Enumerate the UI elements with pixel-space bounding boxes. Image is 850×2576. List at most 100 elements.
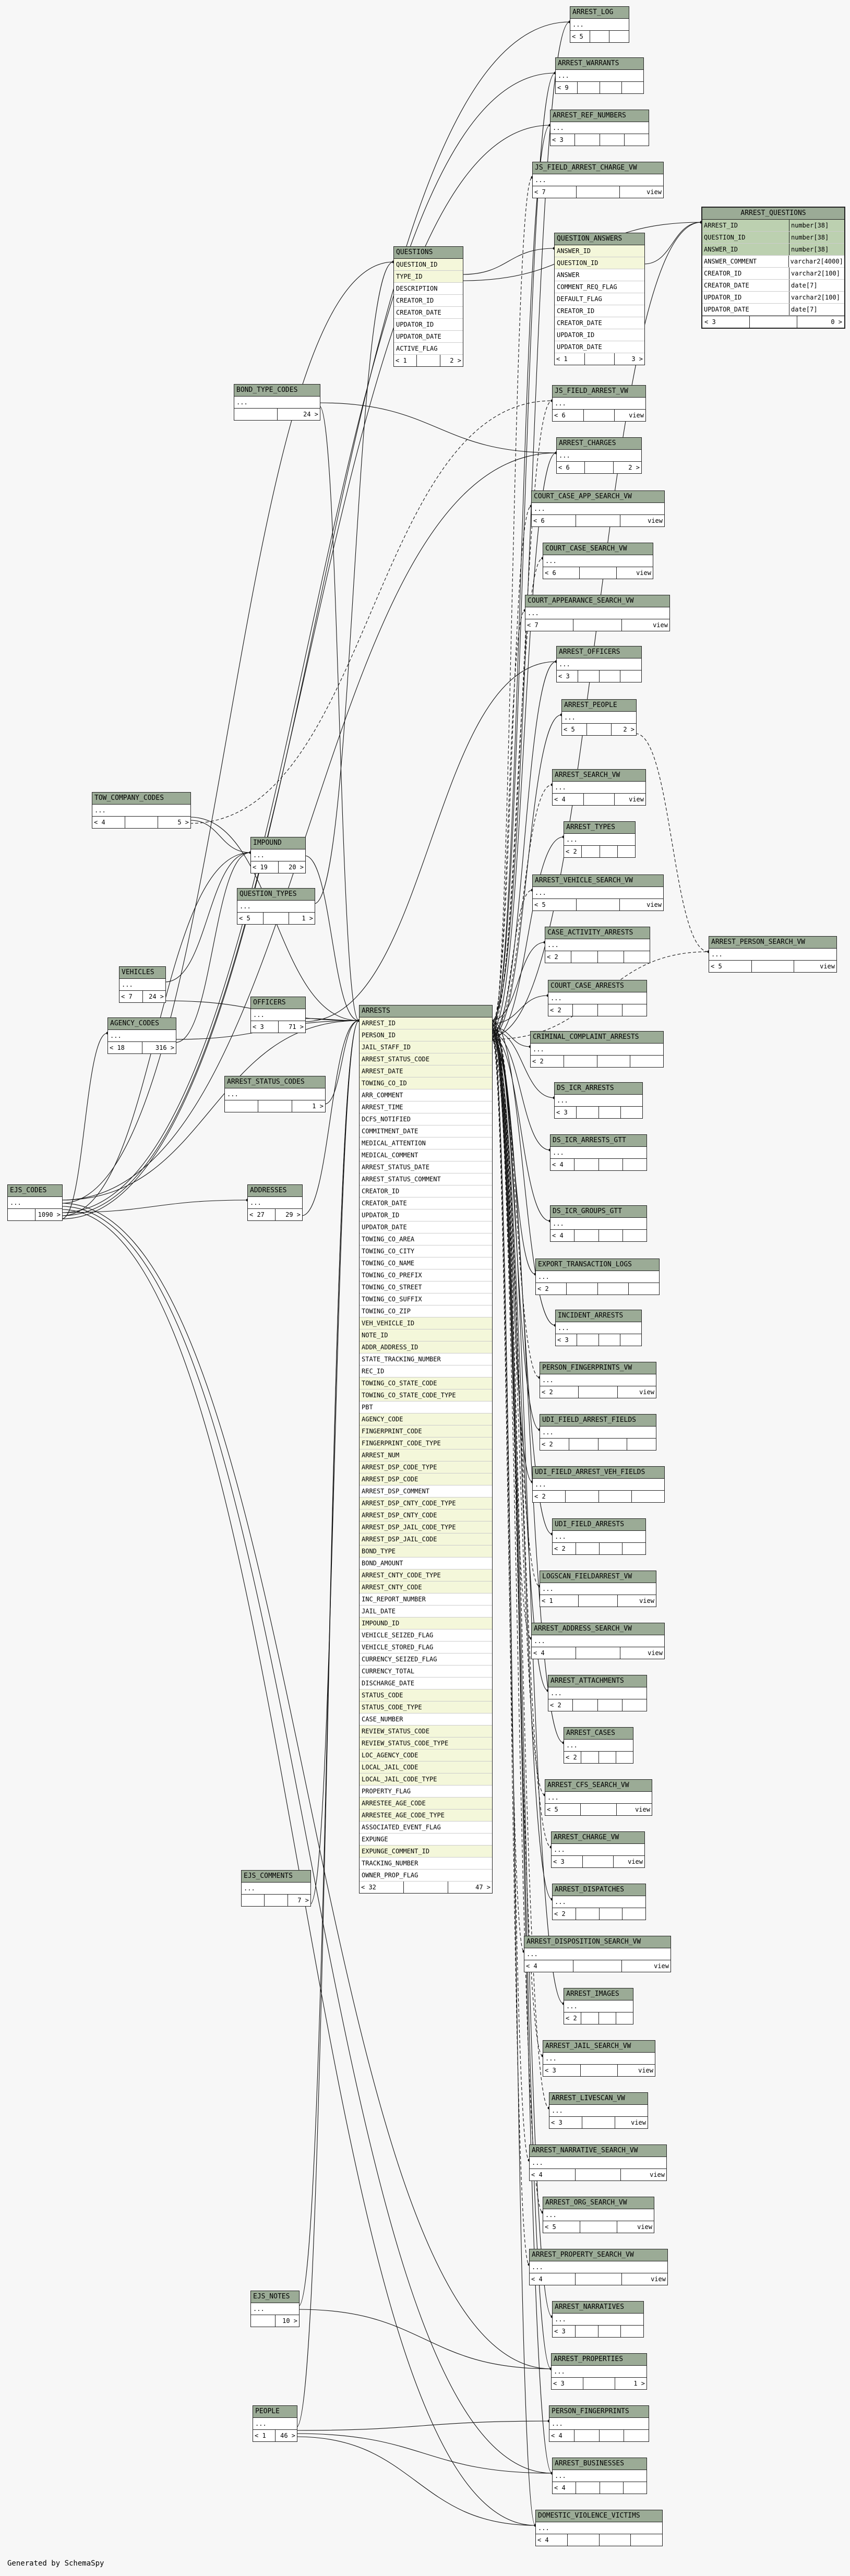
table-domestic-violence-victims[interactable]: DOMESTIC_VIOLENCE_VICTIMS...< 4 bbox=[535, 2510, 663, 2546]
relationship-edge bbox=[491, 1039, 543, 2056]
relationship-edge bbox=[491, 1033, 550, 1151]
table-arrest-attachments[interactable]: ARREST_ATTACHMENTS...< 2 bbox=[548, 1675, 647, 1711]
column-status-code: STATUS_CODE bbox=[360, 1690, 492, 1702]
footer-cell: 24 > bbox=[149, 993, 164, 1000]
footer-cell bbox=[580, 567, 617, 579]
column-type: date[7] bbox=[791, 282, 818, 289]
table-arrest-types[interactable]: ARREST_TYPES...< 2 bbox=[564, 821, 636, 858]
table-criminal-complaint-arrests[interactable]: CRIMINAL_COMPLAINT_ARRESTS...< 2 bbox=[530, 1031, 664, 1068]
table-arrest-officers[interactable]: ARREST_OFFICERS...< 3 bbox=[556, 646, 642, 682]
table-arrest-images[interactable]: ARREST_IMAGES...< 2 bbox=[564, 1988, 633, 2024]
table-ejs-comments[interactable]: EJS_COMMENTS...7 > bbox=[241, 1870, 311, 1907]
footer-cell: 1090 > bbox=[38, 1211, 61, 1218]
column-updator-date: UPDATOR_DATE bbox=[394, 331, 463, 343]
table-arrest-warrants[interactable]: ARREST_WARRANTS...< 9 bbox=[555, 57, 644, 94]
collapsed-columns: ... bbox=[533, 174, 663, 186]
table-ejs-codes[interactable]: EJS_CODES...1090 > bbox=[7, 1184, 63, 1221]
collapsed-columns: ... bbox=[553, 1896, 645, 1908]
footer-cell: < 4 bbox=[550, 1230, 575, 1241]
table-person-fingerprints[interactable]: PERSON_FINGERPRINTS...< 4 bbox=[549, 2405, 649, 2442]
relationship-edge bbox=[491, 177, 533, 1040]
relationship-edge bbox=[189, 820, 251, 853]
table-ds-icr-groups-gtt[interactable]: DS_ICR_GROUPS_GTT...< 4 bbox=[550, 1205, 647, 1242]
relationship-edge bbox=[296, 2421, 549, 2431]
table-arrest-log[interactable]: ARREST_LOG...< 5 bbox=[570, 6, 629, 43]
table-case-activity-arrests[interactable]: CASE_ACTIVITY_ARRESTS...< 2 bbox=[545, 927, 650, 963]
footer-cell: 5 > bbox=[177, 819, 189, 826]
relationship-edge bbox=[491, 1023, 553, 2317]
table-name: ARREST_QUESTIONS bbox=[702, 208, 844, 220]
footer-cell: < 5 bbox=[237, 913, 264, 924]
footer-cell bbox=[581, 1752, 599, 1763]
footer-cell bbox=[618, 846, 635, 857]
table-arrest-status-codes[interactable]: ARREST_STATUS_CODES...1 > bbox=[224, 1076, 326, 1112]
collapsed-columns: ... bbox=[550, 122, 649, 134]
table-udi-field-arrests[interactable]: UDI_FIELD_ARRESTS...< 2 bbox=[552, 1518, 646, 1555]
column-type: number[38] bbox=[791, 222, 829, 229]
table-incident-arrests[interactable]: INCIDENT_ARRESTS...< 3 bbox=[555, 1310, 642, 1346]
footer-cell bbox=[577, 1334, 599, 1346]
relationship-edge bbox=[301, 1020, 360, 1216]
footer-cell: < 3 bbox=[556, 1334, 578, 1346]
table-bond-type-codes[interactable]: BOND_TYPE_CODES...24 > bbox=[234, 384, 320, 421]
table-ds-icr-arrests-gtt[interactable]: DS_ICR_ARRESTS_GTT...< 4 bbox=[550, 1134, 647, 1171]
relationship-edge bbox=[491, 1036, 550, 1221]
collapsed-columns: ... bbox=[92, 805, 190, 817]
table-ejs-notes[interactable]: EJS_NOTES...10 > bbox=[250, 2291, 300, 2327]
table-arrest-dispatches[interactable]: ARREST_DISPATCHES...< 2 bbox=[552, 1884, 646, 1920]
table-name: ARREST_DISPOSITION_SEARCH_VW bbox=[524, 1936, 671, 1948]
footer-cell bbox=[600, 1543, 623, 1554]
table-arrest-narratives[interactable]: ARREST_NARRATIVES...< 3 bbox=[552, 2301, 644, 2338]
table-arrest-businesses[interactable]: ARREST_BUSINESSES...< 4 bbox=[552, 2458, 647, 2494]
table-court-case-arrests[interactable]: COURT_CASE_ARRESTS...< 2 bbox=[548, 980, 647, 1016]
collapsed-columns: ... bbox=[533, 887, 663, 899]
footer-cell: < 18 bbox=[108, 1042, 142, 1053]
table-name: ARREST_ATTACHMENTS bbox=[548, 1675, 647, 1687]
table-udi-field-arrest-veh-fields[interactable]: UDI_FIELD_ARREST_VEH_FIELDS...< 2 bbox=[532, 1466, 665, 1503]
table-ds-icr-arrests[interactable]: DS_ICR_ARRESTS...< 3 bbox=[554, 1082, 643, 1119]
table-export-transaction-logs[interactable]: EXPORT_TRANSACTION_LOGS...< 2 bbox=[535, 1259, 660, 1295]
column-name: QUESTION_ID bbox=[702, 232, 789, 243]
table-arrest-ref-numbers[interactable]: ARREST_REF_NUMBERS...< 3 bbox=[550, 110, 649, 146]
footer-cell: 71 > bbox=[289, 1023, 304, 1031]
footer-cell: view bbox=[653, 621, 668, 629]
table-arrest-cases[interactable]: ARREST_CASES...< 2 bbox=[564, 1727, 633, 1764]
column-arrest-id: ARREST_ID bbox=[360, 1017, 492, 1029]
table-udi-field-arrest-fields[interactable]: UDI_FIELD_ARREST_FIELDS...< 2 bbox=[540, 1414, 656, 1451]
column-addr-address-id: ADDR_ADDRESS_ID bbox=[360, 1341, 492, 1353]
